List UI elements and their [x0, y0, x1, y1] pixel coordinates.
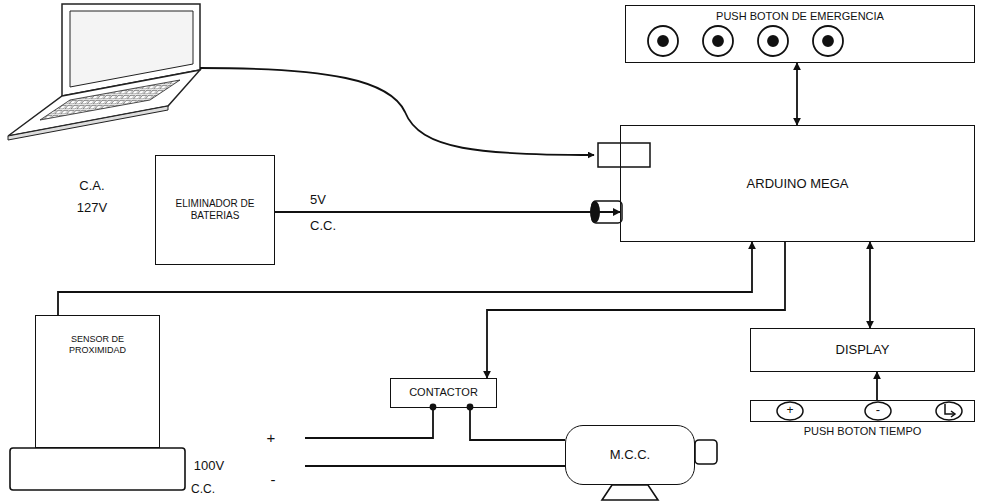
node-label: DISPLAY [836, 342, 890, 358]
node-label: CONTACTOR [409, 386, 478, 399]
node-label: PUSH BOTON DE EMERGENCIA [716, 10, 884, 23]
controller-box: ARDUINO MEGA [620, 125, 975, 242]
connector [796, 63, 798, 125]
node-label: SENSOR DE PROXIMIDAD [63, 334, 133, 356]
motor-parts [602, 440, 717, 500]
supply-label: 127V [77, 201, 107, 215]
power-wires [305, 405, 565, 467]
voltage-label: C.C. [191, 483, 215, 496]
connector [470, 408, 565, 440]
connector [876, 372, 878, 400]
polarity-sign: + [267, 430, 276, 447]
node-label: M.C.C. [610, 447, 650, 463]
emergency-buttons [648, 26, 843, 56]
contactor-box: CONTACTOR [390, 378, 497, 408]
connector [58, 242, 752, 315]
motor-box: M.C.C. [565, 425, 695, 485]
connector [275, 211, 620, 213]
node-label: ELIMINADOR DE BATERIAS [165, 198, 265, 222]
connector [487, 242, 785, 378]
power-supply-box: ELIMINADOR DE BATERIAS [155, 155, 275, 265]
node-label: PUSH BOTON TIEMPO [751, 425, 974, 438]
voltage-label: 5V [310, 193, 326, 207]
time-button-bar: PUSH BOTON TIEMPO [750, 400, 975, 422]
button-symbol: - [876, 403, 880, 417]
button-symbol: + [786, 404, 793, 417]
node-label: ARDUINO MEGA [747, 176, 849, 192]
voltage-label: C.C. [310, 219, 336, 233]
laptop-icon [8, 4, 200, 140]
polarity-sign: - [271, 472, 276, 489]
connector [869, 242, 871, 328]
sensor-base [10, 448, 185, 490]
emergency-panel: PUSH BOTON DE EMERGENCIA [625, 5, 975, 63]
display-box: DISPLAY [750, 328, 975, 372]
supply-label: C.A. [79, 179, 104, 193]
usb-port [598, 143, 650, 167]
voltage-label: 100V [194, 459, 224, 473]
usb-cable [200, 68, 594, 155]
time-buttons [777, 402, 962, 420]
sensor-box: SENSOR DE PROXIMIDAD [35, 315, 160, 448]
